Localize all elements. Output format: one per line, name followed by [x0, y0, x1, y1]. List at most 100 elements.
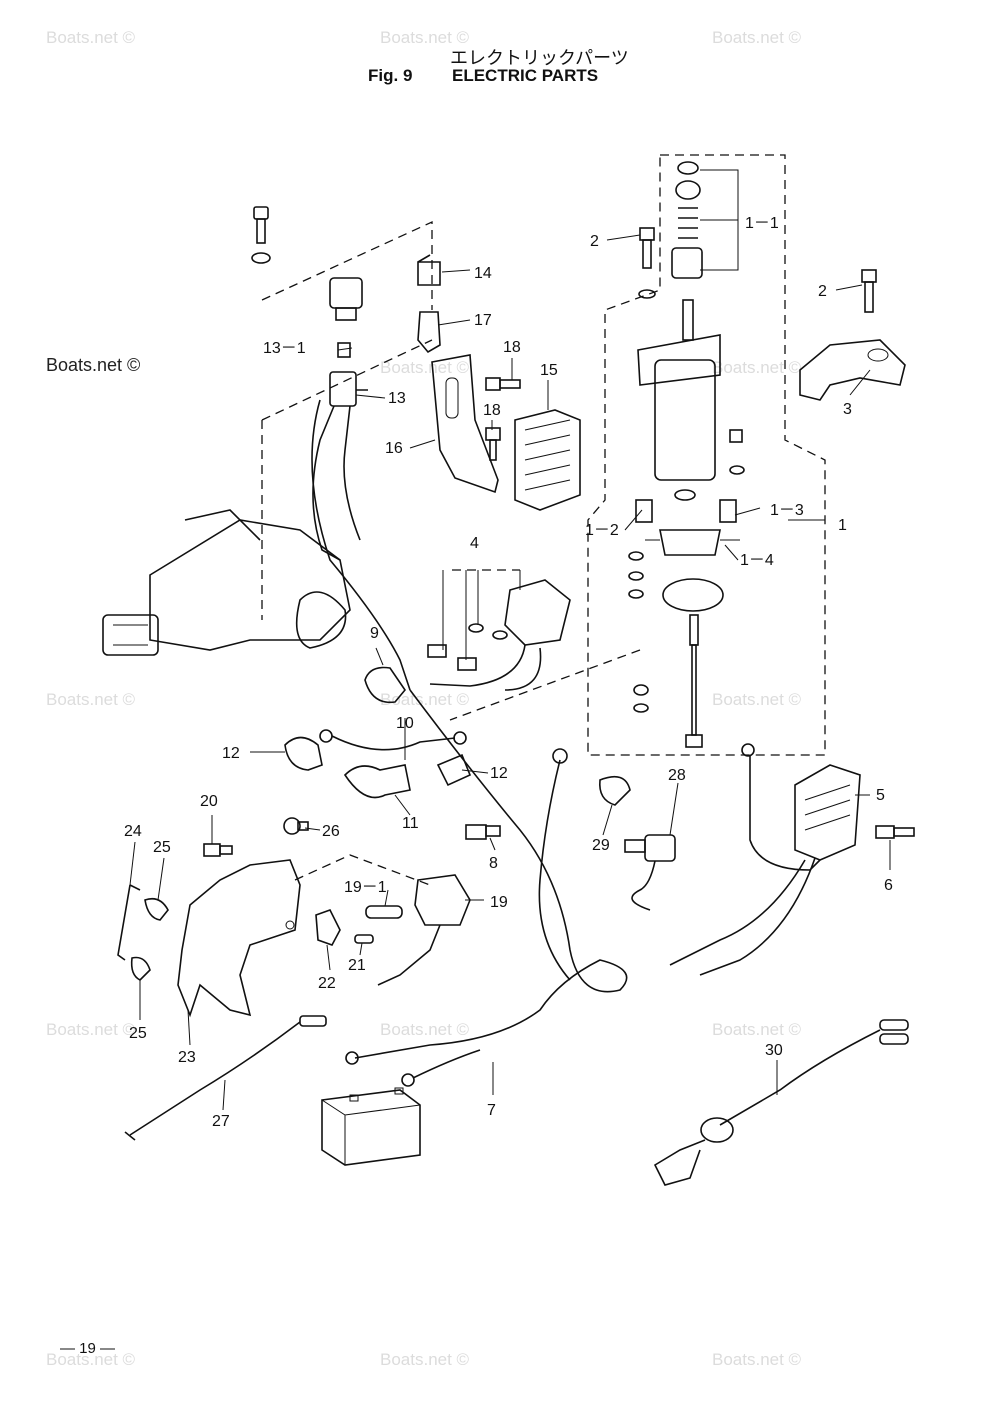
- callout-11: 11: [402, 815, 419, 832]
- watermark: Boats.net ©: [380, 1020, 470, 1039]
- starter-motor: [637, 299, 745, 501]
- engine-lower-casing: [102, 509, 351, 656]
- callout-3: 3: [843, 401, 852, 418]
- screw-26: [283, 817, 309, 835]
- watermark: Boats.net ©: [46, 1020, 136, 1039]
- title-japanese: エレクトリックパーツ: [450, 48, 629, 69]
- bolt-2-right: [861, 269, 877, 313]
- callout-7: 7: [487, 1102, 496, 1119]
- lead-wire-27: [124, 1015, 327, 1141]
- callout-17: 17: [474, 312, 492, 329]
- boot-11: [343, 764, 411, 799]
- bracket-plate-23: [177, 859, 301, 1018]
- bolt-8: [465, 824, 501, 840]
- callout-leaders: [129, 169, 891, 1111]
- bolt-top-left: [251, 206, 271, 264]
- callout-23: 23: [178, 1049, 196, 1066]
- screw-20: [203, 843, 233, 857]
- callout-1-2: 1－2: [585, 522, 619, 539]
- watermark: Boats.net ©: [712, 1350, 802, 1369]
- callout-14: 14: [474, 265, 492, 282]
- watermark: Boats.net ©: [380, 28, 470, 47]
- callout-13-1: 13－1: [263, 340, 306, 357]
- callout-22: 22: [318, 975, 336, 992]
- clip-25-lower: [130, 956, 151, 981]
- watermark: Boats.net ©: [380, 690, 470, 709]
- brush-set-1-2-1-3-1-4: [635, 499, 740, 556]
- callout-12-left: 12: [222, 745, 240, 762]
- main-harness-7: [311, 399, 628, 1087]
- callout-1-4: 1－4: [740, 552, 774, 569]
- callout-10: 10: [396, 715, 414, 732]
- callout-21: 21: [348, 957, 366, 974]
- callout-29: 29: [592, 837, 610, 854]
- callout-6: 6: [884, 877, 893, 894]
- watermark: Boats.net ©: [712, 1020, 802, 1039]
- callout-25-upper: 25: [153, 839, 171, 856]
- callout-18-upper: 18: [503, 339, 521, 356]
- watermark-dark: Boats.net ©: [46, 355, 141, 375]
- holder-22: [315, 909, 341, 946]
- starter-pinion-kit-1-1: [671, 161, 703, 279]
- callout-15: 15: [540, 362, 558, 379]
- battery: [321, 1087, 421, 1166]
- starter-assembly-boundary: [587, 154, 826, 756]
- callout-5: 5: [876, 787, 885, 804]
- ignition-coil-4: [427, 579, 571, 691]
- watermark: Boats.net ©: [712, 690, 802, 709]
- fuse-19-1: [365, 905, 403, 919]
- cable-cap-9: [364, 666, 407, 704]
- watermark: Boats.net ©: [380, 1350, 470, 1369]
- callout-28: 28: [668, 767, 686, 784]
- cap-12-right: [436, 753, 472, 787]
- switch-19: [377, 874, 471, 986]
- callout-2-right: 2: [818, 283, 827, 300]
- callout-26: 26: [322, 823, 340, 840]
- kill-switch-30: [653, 1019, 909, 1186]
- callout-20: 20: [200, 793, 218, 810]
- callout-labels: 1 1－1 1－2 1－3 1－4 2 2 3 4 5 6 7 8 9 10 1…: [124, 215, 893, 1130]
- coil-group-boundary: [449, 569, 641, 721]
- watermark: Boats.net ©: [712, 28, 802, 47]
- clip-part-14: [417, 254, 441, 286]
- callout-1-3: 1－3: [770, 502, 804, 519]
- callout-25-lower: 25: [129, 1025, 147, 1042]
- rectifier-15: [514, 409, 581, 511]
- watermark: Boats.net ©: [712, 358, 802, 377]
- callout-18-lower: 18: [483, 402, 501, 419]
- callout-8: 8: [489, 855, 498, 872]
- relay-part-13-1: [329, 277, 363, 358]
- figure-label: Fig. 9: [368, 66, 413, 85]
- callout-4: 4: [470, 535, 479, 552]
- callout-16: 16: [385, 440, 403, 457]
- page-number: — 19 —: [60, 1340, 116, 1357]
- battery-cable-10: [319, 729, 467, 751]
- starter-bracket-3: [799, 339, 906, 401]
- bolt-6: [875, 825, 915, 839]
- callout-1-1: 1－1: [745, 215, 779, 232]
- bolt-18: [485, 377, 521, 461]
- watermark: Boats.net ©: [46, 690, 136, 709]
- clip-25-upper: [144, 897, 169, 921]
- regulator-5: [669, 743, 861, 976]
- clip-29: [598, 775, 631, 806]
- callout-30: 30: [765, 1042, 783, 1059]
- watermark: Boats.net ©: [46, 28, 136, 47]
- title-english: ELECTRIC PARTS: [452, 66, 599, 85]
- callout-13: 13: [388, 390, 406, 407]
- mount-group-boundary: [261, 339, 433, 620]
- callout-12-right: 12: [490, 765, 508, 782]
- callout-24: 24: [124, 823, 142, 840]
- starter-end-cap: [628, 551, 724, 748]
- switch-28: [624, 834, 676, 911]
- callout-19-1: 19－1: [344, 879, 387, 896]
- callout-1: 1: [838, 517, 847, 534]
- bracket-part-17: [417, 311, 441, 354]
- fuse-21: [354, 934, 374, 944]
- link-rod-24: [117, 884, 141, 961]
- relay-group-boundary: [261, 220, 433, 310]
- bracket-group-boundary: [294, 854, 431, 886]
- mount-plate-16: [431, 354, 499, 494]
